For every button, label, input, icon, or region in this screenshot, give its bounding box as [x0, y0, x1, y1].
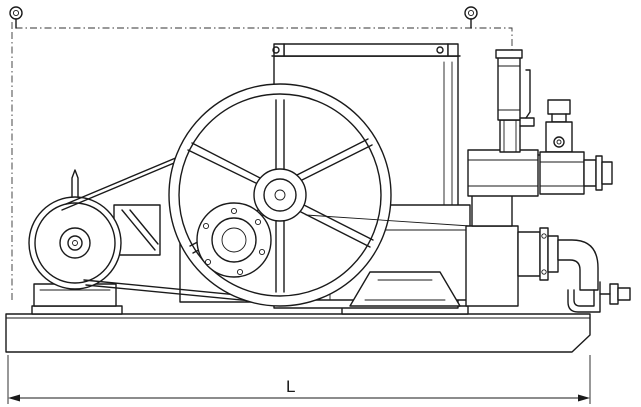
pump-pedestal	[349, 271, 461, 307]
belt-guard-bracket	[113, 204, 161, 256]
relief-valve-stack	[495, 49, 535, 127]
connecting-line	[305, 214, 471, 227]
lifting-eye-right	[464, 6, 478, 29]
dimension-length	[7, 355, 591, 404]
base-skid	[5, 305, 591, 353]
gear-cover-flange	[196, 202, 272, 278]
pressure-gauge-assembly	[537, 99, 613, 195]
pump-head	[465, 119, 539, 307]
lifting-eye-left	[9, 6, 23, 29]
discharge-flange-elbow	[517, 227, 631, 313]
electric-motor	[28, 169, 122, 307]
dimension-label-L: L	[286, 377, 295, 396]
enclosure-outline	[11, 22, 513, 300]
flywheel	[168, 83, 392, 307]
